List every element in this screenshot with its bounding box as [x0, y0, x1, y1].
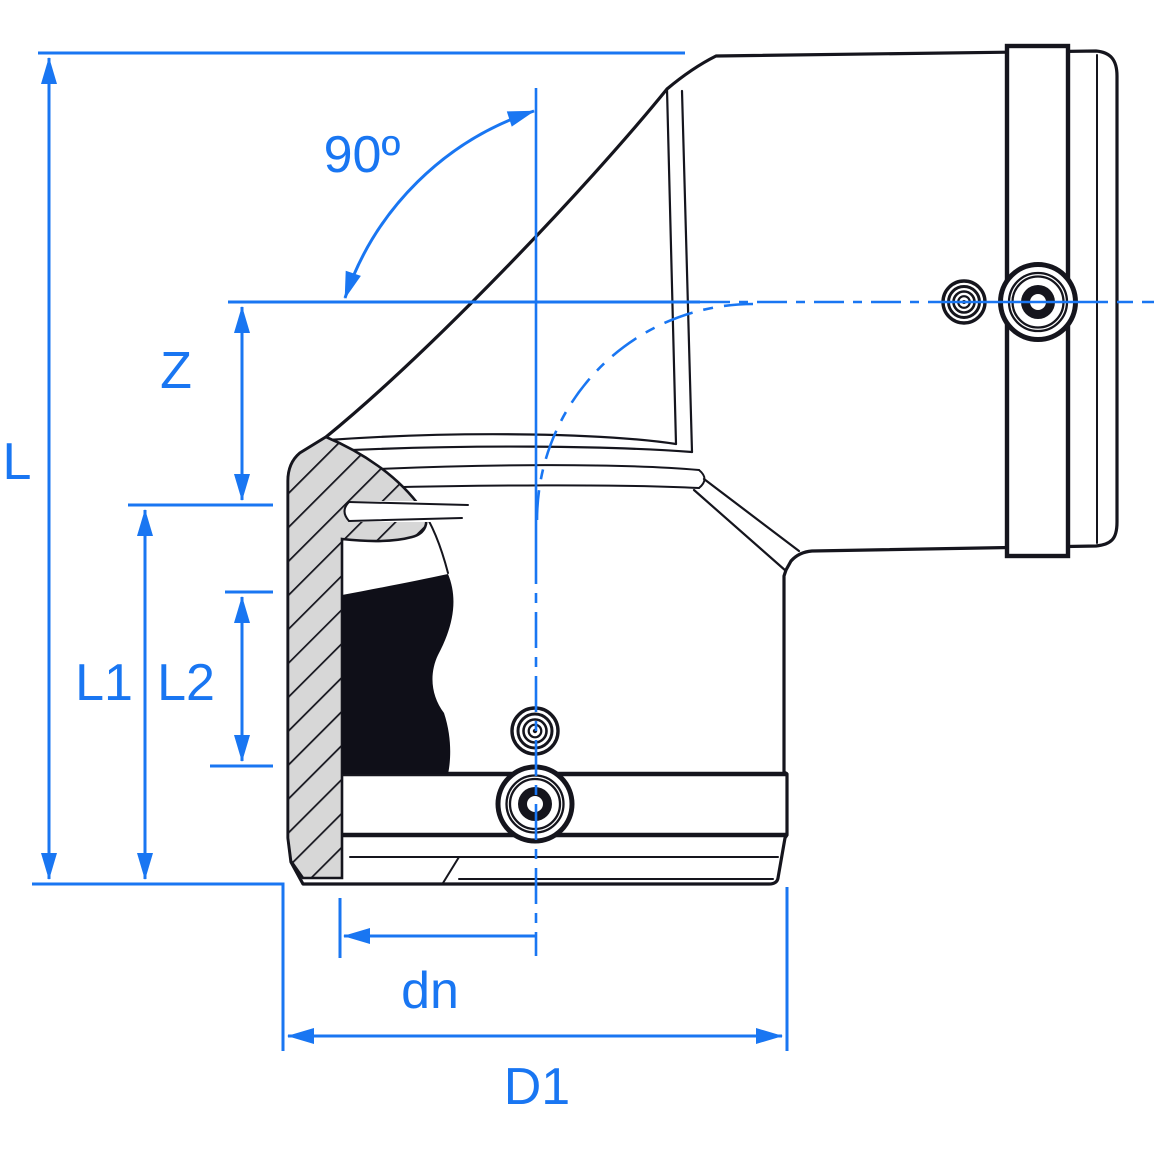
- label-L2: L2: [157, 654, 215, 712]
- label-L: L: [3, 433, 32, 491]
- label-L1: L1: [75, 654, 133, 712]
- pipe-stop-notch: [343, 501, 470, 522]
- elbow-outline: [286, 49, 1119, 886]
- fitting-body: [286, 43, 1119, 886]
- angle-arc: [343, 109, 535, 299]
- bend-centerline-arc: [535, 302, 754, 521]
- label-Z: Z: [160, 342, 192, 400]
- terminal-pin-right: [998, 262, 1078, 342]
- label-dn: dn: [401, 962, 459, 1020]
- dimension-layer: 90º Z L L1 L2 dn D1: [3, 51, 1154, 1116]
- fusion-zone: [342, 574, 454, 774]
- bottom-socket-mouth-lines: [349, 856, 779, 884]
- label-angle: 90º: [324, 126, 401, 184]
- ref-line-bottom: [32, 882, 285, 1051]
- label-D1: D1: [504, 1058, 570, 1116]
